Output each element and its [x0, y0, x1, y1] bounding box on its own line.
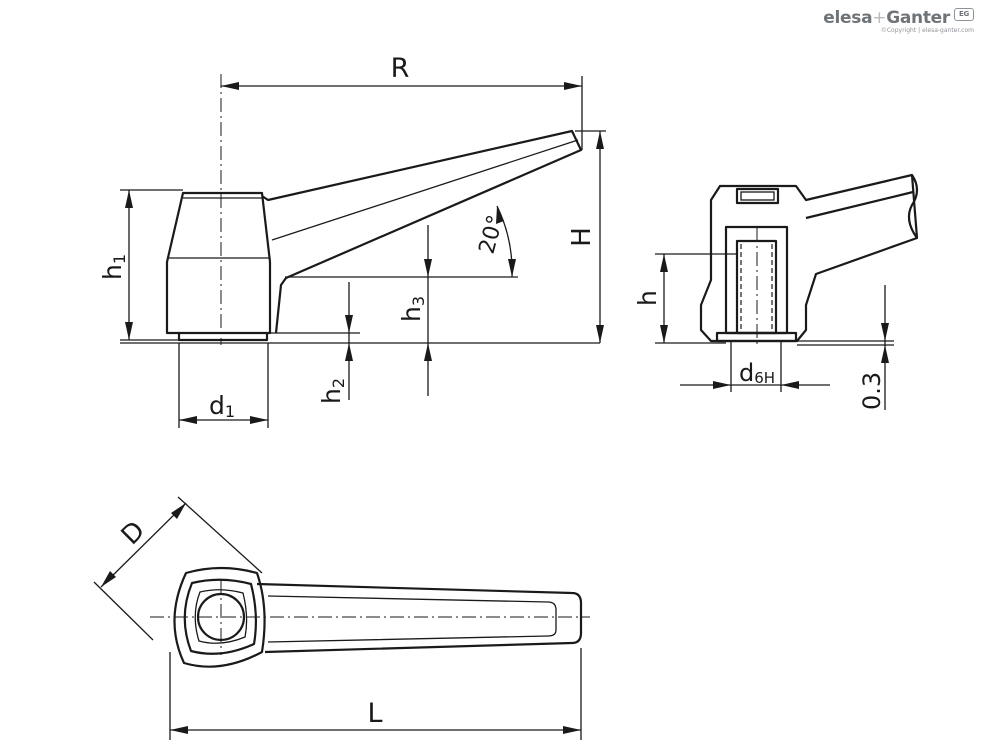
label-d6H: d6H [739, 359, 775, 387]
label-angle: 20° [475, 212, 509, 256]
label-R: R [391, 53, 410, 84]
label-L: L [367, 698, 382, 729]
logo-ce-mark: EG [954, 8, 974, 21]
top-hub-inner [194, 589, 248, 644]
logo-brand: elesa+Ganter EG [823, 8, 974, 28]
dimension-angle: 20° [475, 205, 516, 278]
side-view: R H h1 h3 [98, 53, 606, 428]
logo-brand-right: Ganter [886, 8, 950, 28]
dimension-d6H: d6H [680, 341, 830, 392]
logo-brand-left: elesa [823, 8, 873, 28]
dimension-h3: h3 [285, 225, 518, 396]
label-d1: d1 [209, 391, 235, 421]
dimension-H: H [567, 130, 606, 343]
side-lever-edge [271, 139, 579, 241]
dimension-clearance: 0.3 [797, 285, 894, 410]
section-view: h d6H 0.3 [633, 173, 919, 410]
dimension-h1: h1 [98, 189, 183, 341]
side-lever-arm [261, 129, 583, 334]
top-lever-arm [256, 582, 583, 654]
dimension-R: R [221, 53, 583, 150]
section-arm-break [907, 174, 919, 239]
top-hub-outer [173, 566, 266, 668]
section-top-insert-inner [740, 191, 775, 201]
top-hub-mid [183, 578, 258, 655]
label-h1: h1 [98, 254, 129, 280]
section-top-insert [735, 187, 780, 205]
label-D: D [116, 516, 151, 551]
dimension-d1: d1 [178, 343, 269, 428]
top-view: D L [93, 496, 590, 740]
side-base-ring [177, 333, 269, 342]
section-arm-lower-edge [805, 190, 914, 220]
dimension-L: L [169, 648, 582, 740]
logo-copyright: ©Copyright | elesa-ganter.com [880, 27, 974, 34]
label-H: H [567, 227, 597, 247]
elesa-ganter-logo: elesa+Ganter EG ©Copyright | elesa-ganter… [823, 8, 974, 34]
dimension-h2: h2 [270, 282, 360, 404]
section-body [699, 173, 919, 343]
side-hub-outline [165, 191, 272, 335]
label-h: h [633, 290, 662, 306]
label-h2: h2 [317, 378, 348, 404]
label-h3: h3 [397, 296, 428, 322]
dimension-h: h [633, 253, 737, 344]
logo-brand-plus: + [872, 8, 887, 28]
top-lever-inner [267, 595, 557, 643]
label-clearance: 0.3 [858, 372, 886, 410]
